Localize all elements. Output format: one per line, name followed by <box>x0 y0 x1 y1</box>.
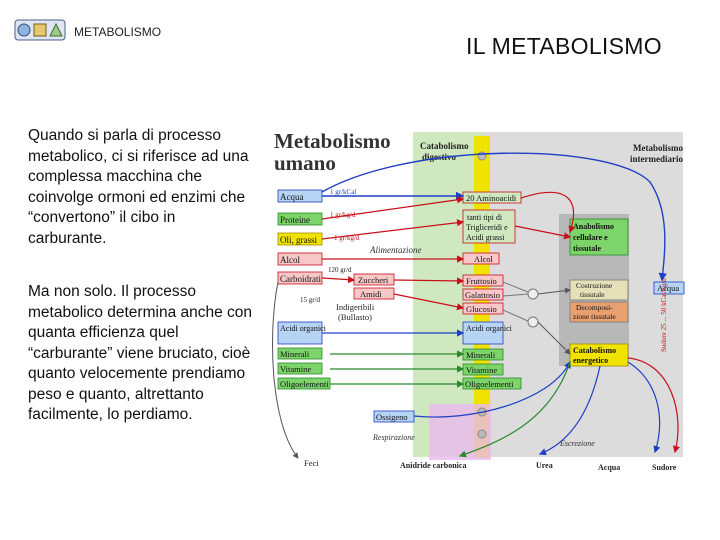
label-120: 120 gr/d <box>328 266 352 274</box>
acqua-right: Acqua <box>657 283 679 293</box>
urea-label: Urea <box>536 461 553 470</box>
sudore-vertical: Sudore 25 ... 50 kCal/kg/d <box>660 278 668 352</box>
metabolismo-intermediario-label: Metabolismo <box>633 143 683 153</box>
food-proteine: Proteine <box>280 215 310 225</box>
escrezione-label: Escrezione <box>559 439 595 448</box>
acqua-bottom-label: Acqua <box>598 463 620 472</box>
zuccheri-box: Zuccheri <box>358 275 389 285</box>
slide-title: IL METABOLISMO <box>466 33 662 59</box>
anabolismo-line-3: tissutale <box>573 244 601 253</box>
anabolismo-line-2: cellulare e <box>573 233 608 242</box>
paragraph-2: Ma non solo. Il processo metabolico dete… <box>28 283 253 423</box>
food-alcol: Alcol <box>280 255 300 265</box>
label-g-kg-d-1: 1 gr/kg/d <box>330 211 356 219</box>
aminoacidi-box: 20 Aminoacidi <box>466 193 517 203</box>
sudore-label: Sudore <box>652 463 677 472</box>
paragraph-1: Quando si parla di processo metabolico, … <box>28 127 249 247</box>
indigeribili-label: Indigeribili <box>336 302 375 312</box>
feci-label: Feci <box>304 458 319 468</box>
alcol-right-box: Alcol <box>474 254 494 264</box>
amidi-box: Amidi <box>360 289 382 299</box>
acidi-organici-right: Acidi organici <box>466 324 513 333</box>
food-acqua: Acqua <box>280 192 304 202</box>
catabolismo-digestivo-label-2: digestivo <box>422 152 457 162</box>
header-label: METABOLISMO <box>74 25 162 39</box>
alimentazione-label: Alimentazione <box>369 245 422 255</box>
glucosio-box: Glucosio <box>466 304 497 314</box>
trigliceridi-line-1: tanti tipi di <box>467 213 503 222</box>
decomposizione-line-2: zione tissutale <box>573 312 616 321</box>
ossigeno-box: Ossigeno <box>376 412 408 422</box>
vitamine-right: Vitamine <box>466 365 497 375</box>
indigeribili-label-2: (Bullasto) <box>338 312 372 322</box>
trigliceridi-line-3: Acidi grassi <box>466 233 505 242</box>
label-g-kg-d-2: 1 gr/kg/d <box>334 234 360 242</box>
galattosio-box: Galattosio <box>465 290 500 300</box>
diagram-title-2: umano <box>274 151 336 175</box>
anabolismo-line-1: Anabolismo <box>573 222 614 231</box>
catabolismo-energetico-1: Catabolismo <box>573 346 616 355</box>
food-oli-grassi: Oli, grassi <box>280 235 317 245</box>
costruzione-line-1: Costruzione <box>576 281 613 290</box>
food-acidi-organici: Acidi organici <box>280 324 327 333</box>
label-15: 15 gr/d <box>300 296 321 304</box>
food-minerali: Minerali <box>280 349 310 359</box>
catabolismo-digestivo-label: Catabolismo <box>420 141 469 151</box>
trigliceridi-line-2: Trigliceridi e <box>466 223 508 232</box>
food-carboidrati: Carboidrati <box>280 274 321 284</box>
oligoelementi-right: Oligoelementi <box>465 379 514 389</box>
food-oligoelementi: Oligoelementi <box>280 379 329 389</box>
anidride-label: Anidride carbonica <box>400 461 466 470</box>
diagram-title-1: Metabolismo <box>274 129 391 153</box>
fruttosio-box: Fruttosio <box>466 276 497 286</box>
metabolismo-intermediario-label-2: intermediario <box>630 154 683 164</box>
food-vitamine: Vitamine <box>280 364 311 374</box>
minerali-right: Minerali <box>466 350 496 360</box>
catabolismo-energetico-2: energetico <box>573 356 608 365</box>
logo-icon <box>14 19 66 41</box>
costruzione-line-2: tissutale <box>580 290 605 299</box>
metabolism-diagram: Metabolismo umano Catabolismo digestivo … <box>272 129 685 472</box>
decomposizione-line-1: Decomposi- <box>576 303 613 312</box>
respirazione-label: Respirazione <box>372 433 415 442</box>
label-g-cal: 1 gr/kCal <box>330 188 356 196</box>
